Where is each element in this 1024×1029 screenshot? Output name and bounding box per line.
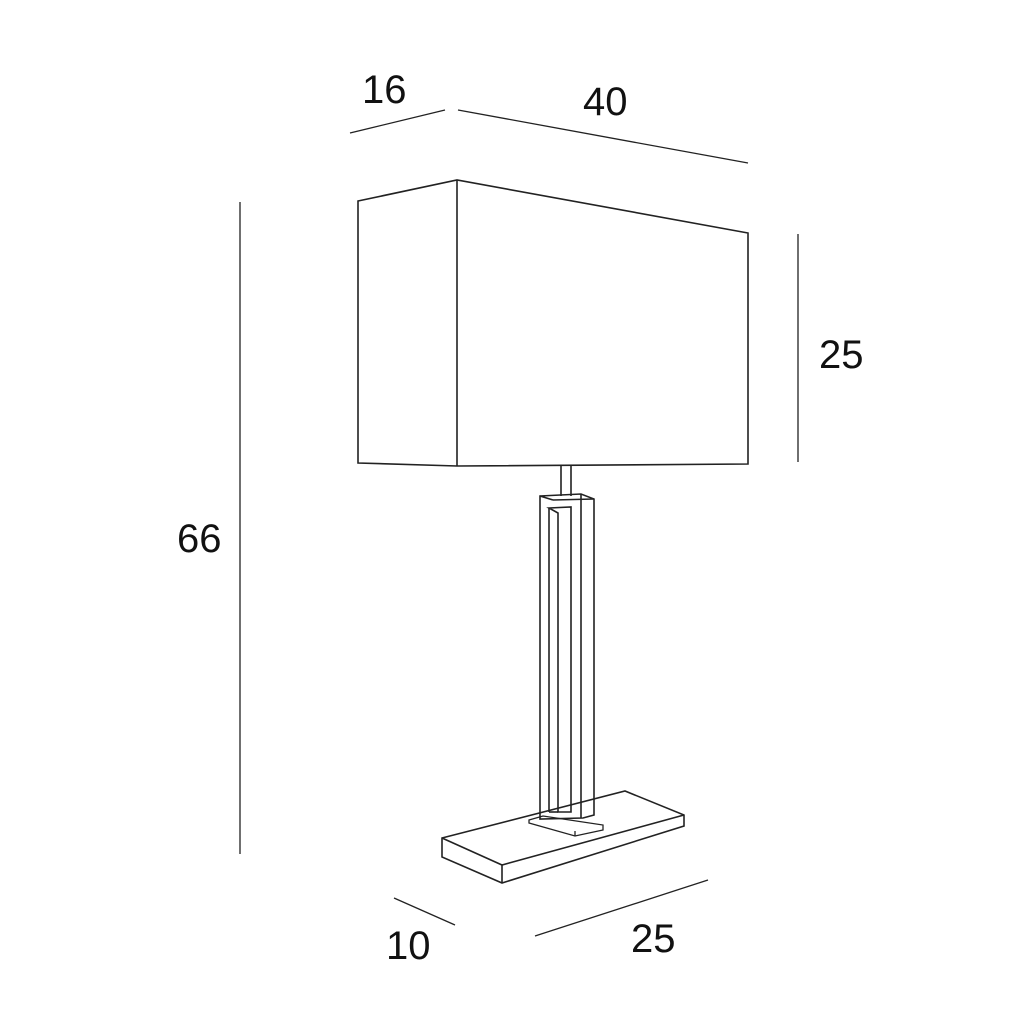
lamp-frame xyxy=(539,493,595,820)
shade-outline xyxy=(357,179,749,467)
lamp-shade xyxy=(357,179,749,467)
frame-top-bevel xyxy=(539,495,554,501)
dim-line-base-depth xyxy=(393,897,456,926)
dim-label-base-depth: 10 xyxy=(386,924,431,968)
frame-top-edge xyxy=(552,498,595,501)
dim-line-width-top xyxy=(457,109,749,164)
base-outline xyxy=(441,790,685,884)
lamp-stem xyxy=(560,466,572,496)
base-top-edges xyxy=(441,814,685,866)
dim-label-depth-top: 16 xyxy=(362,68,407,112)
dim-label-shade-height: 25 xyxy=(819,333,864,377)
frame-outer xyxy=(539,493,595,820)
base-mount-plate xyxy=(528,815,604,837)
dim-label-width-top: 40 xyxy=(583,80,628,124)
dim-label-total-height: 66 xyxy=(177,517,222,561)
dim-line-base-width xyxy=(534,879,709,937)
frame-inner-opening xyxy=(546,506,572,813)
dim-label-base-width: 25 xyxy=(631,917,676,961)
lamp-base xyxy=(441,790,685,884)
dim-line-depth-top xyxy=(349,109,446,134)
